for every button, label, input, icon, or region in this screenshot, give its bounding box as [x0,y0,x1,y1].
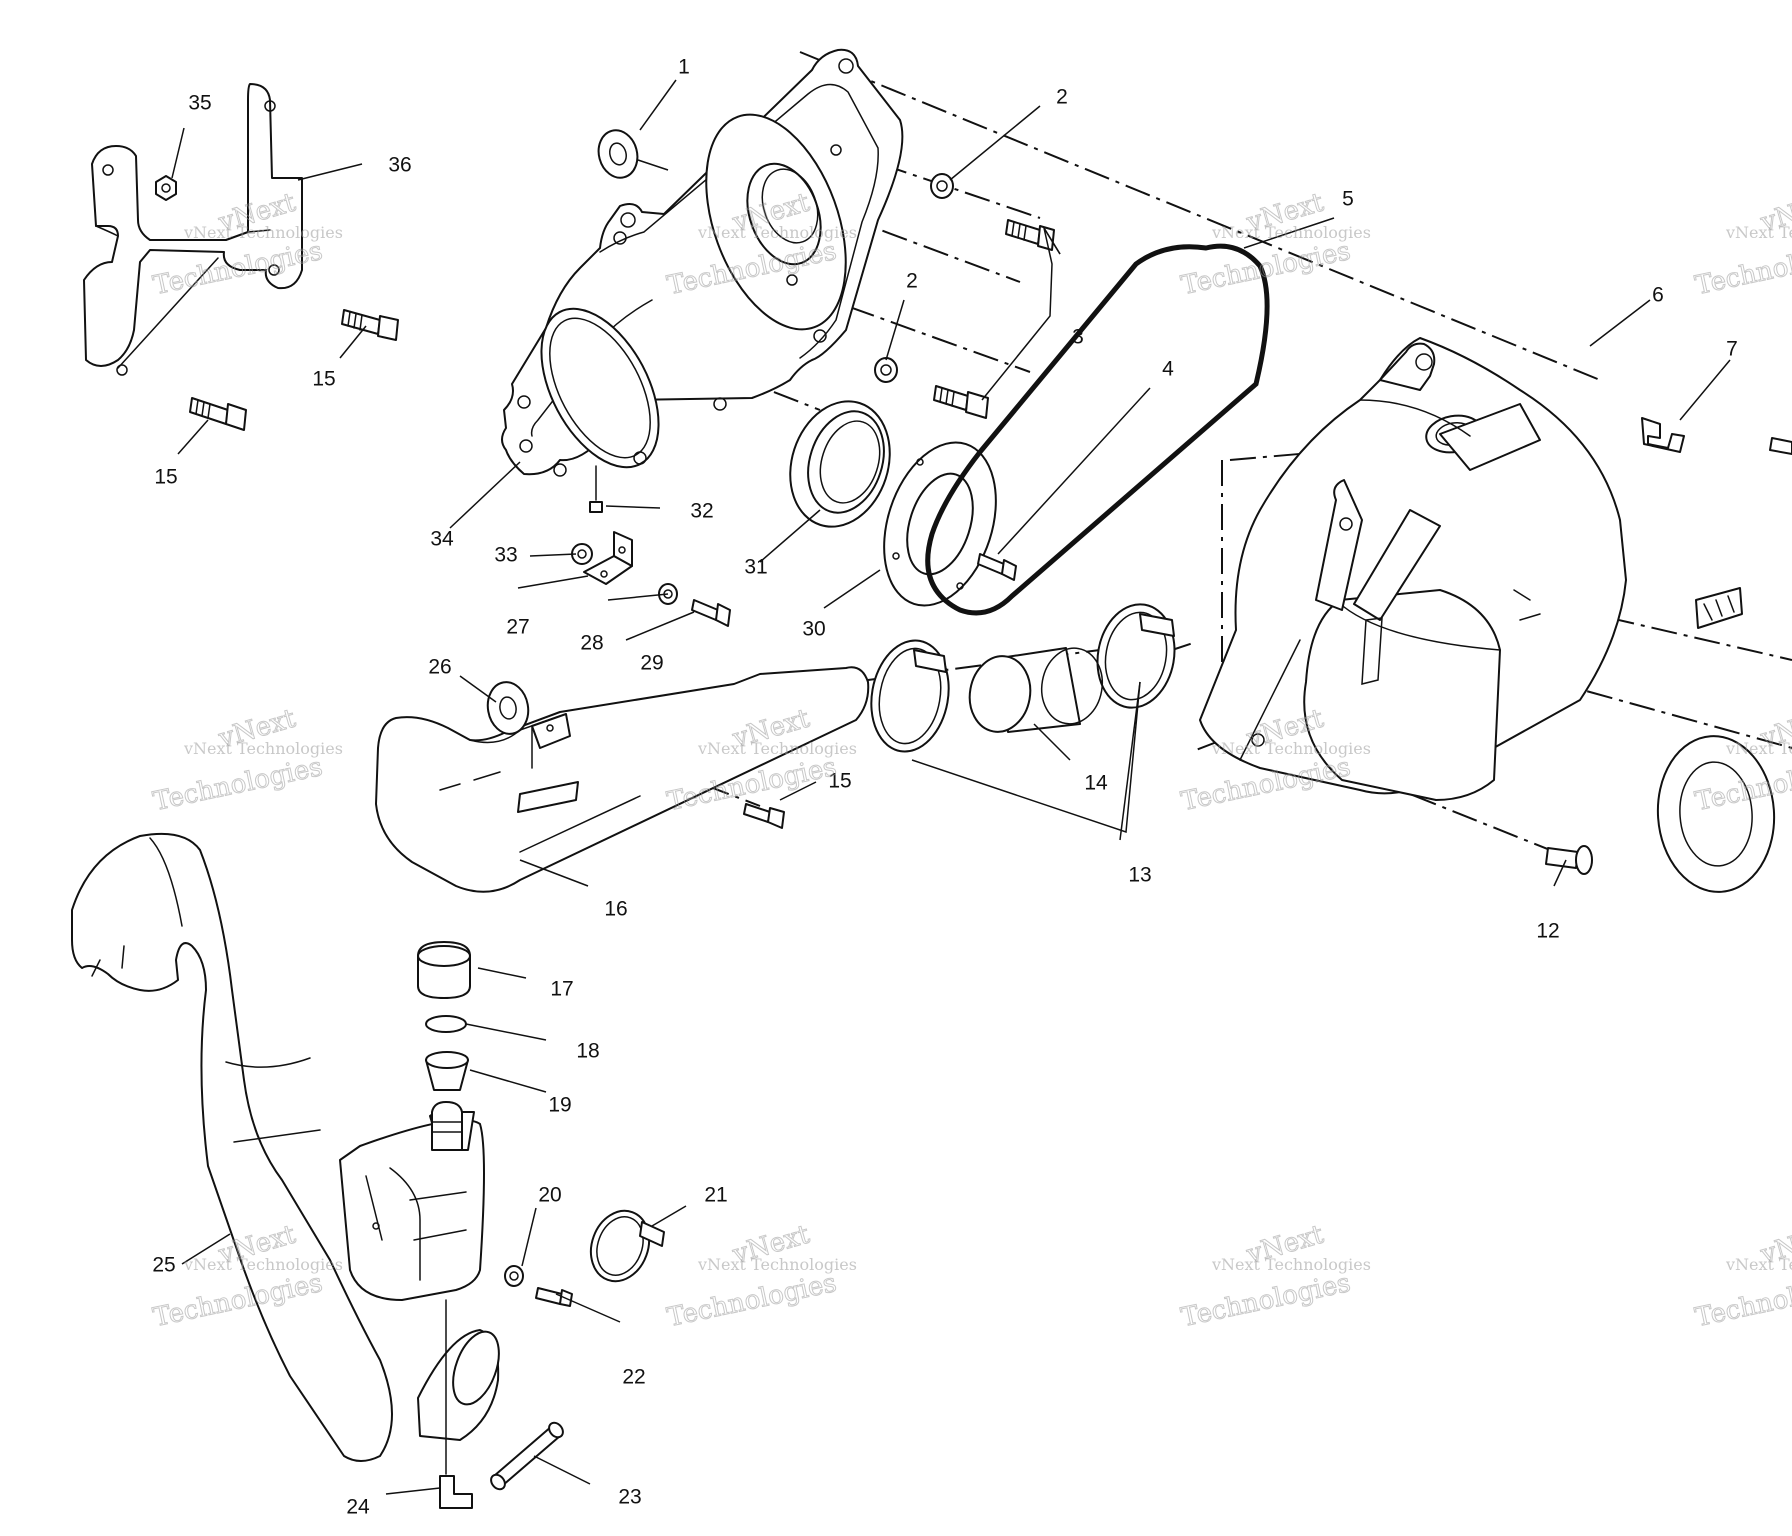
callout-30: 30 [802,618,825,641]
callout-36: 36 [388,154,411,177]
exhaust-clamp [589,1209,665,1283]
callout-1: 1 [678,56,690,79]
callout-5: 5 [1342,188,1354,211]
rubber-boot [968,647,1104,733]
callout-24: 24 [346,1496,370,1519]
watermark-word: Technologies [1693,236,1792,301]
callout-23: 23 [618,1486,641,1509]
washer-upper [930,173,954,199]
watermark-word: Technologies [151,752,326,817]
hose-clamp-right [1096,603,1176,709]
watermark-word: Technologies [1693,1268,1792,1333]
duct-screw [743,803,785,829]
callout-4: 4 [1162,358,1174,381]
callout-13: 13 [1128,864,1151,887]
right-edge-bolt [1769,437,1792,455]
callout-14: 14 [1084,772,1108,795]
tank-bolt [535,1287,573,1307]
o-ring [425,1015,467,1033]
bracket-bolt-upper [341,309,399,341]
mounting-pin [589,465,603,513]
plate-screw [977,553,1017,581]
callout-3: 3 [1072,326,1084,349]
callout-31: 31 [744,556,767,579]
callout-35: 35 [188,92,211,115]
callout-17: 17 [550,978,573,1001]
callout-27: 27 [506,616,529,639]
outer-clutch-cover [1199,337,1627,801]
cover-bolt-lower [933,385,989,419]
bracket-bolt-lower [189,397,247,431]
callout-7: 7 [1726,338,1738,361]
spring-clip [1641,417,1685,453]
watermark-company: vNext Technologies [697,739,857,758]
callout-28: 28 [580,632,603,655]
callout-20: 20 [538,1184,561,1207]
callout-15-lower: 15 [154,466,177,489]
watermark-company: vNext Technologies [183,223,343,242]
watermark-company: vNext Technologies [1725,223,1792,242]
bearing-plate [883,441,997,607]
tank-cap [417,941,471,999]
watermark-company: vNext Technologies [697,1255,857,1274]
callout-25: 25 [152,1254,175,1277]
callout-33: 33 [494,544,517,567]
callout-34: 34 [430,528,454,551]
callout-15-duct: 15 [828,770,851,793]
right-edge-pad [1695,587,1743,629]
cover-washer [597,129,639,179]
engine-bracket [83,83,303,376]
drive-belt [925,243,1270,616]
hose-clamp-left [870,639,950,753]
callout-26: 26 [428,656,451,679]
watermark-company: vNext Technologies [1725,739,1792,758]
callout-labels: 1 2 2 3 4 5 6 7 12 13 14 15 15 15 16 17 … [152,56,1738,1519]
callout-18: 18 [576,1040,599,1063]
watermark-company: vNext Technologies [1725,1255,1792,1274]
callout-32: 32 [690,500,713,523]
callout-2-lower: 2 [906,270,918,293]
callout-12: 12 [1536,920,1559,943]
callout-22: 22 [622,1366,645,1389]
duct-tab [531,713,571,769]
watermark-company: vNext Technologies [697,223,857,242]
watermark-company: vNext Technologies [1211,739,1371,758]
callout-15-upper: 15 [312,368,335,391]
inner-clutch-cover [501,48,904,477]
small-bracket [583,531,633,585]
callout-21: 21 [704,1184,727,1207]
callout-2-upper: 2 [1056,86,1068,109]
bushing [425,1051,469,1091]
washer-lower [874,357,898,383]
watermark-word: Technologies [665,1268,840,1333]
callout-29: 29 [640,652,663,675]
callout-6: 6 [1652,284,1664,307]
watermark-company: vNext Technologies [183,739,343,758]
drain-hose [490,1421,564,1491]
elbow-fitting [439,1299,473,1509]
watermark-company: vNext Technologies [1211,223,1371,242]
leader-lines [171,79,1731,1495]
callout-19: 19 [548,1094,571,1117]
cover-bolt-upper [1005,219,1055,251]
callout-16: 16 [604,898,627,921]
bracket-bolt [691,599,731,627]
outer-gasket [1656,735,1776,893]
tank-neck [431,1101,463,1151]
cover-screw [1545,845,1593,875]
watermark-company: vNext Technologies [1211,1255,1371,1274]
watermark-word: Technologies [1179,1268,1354,1333]
oil-seal [789,400,891,528]
watermark-company: vNext Technologies [183,1255,343,1274]
hex-nut [155,175,177,201]
duct-washer [486,681,530,735]
tank-washer [504,1265,524,1287]
